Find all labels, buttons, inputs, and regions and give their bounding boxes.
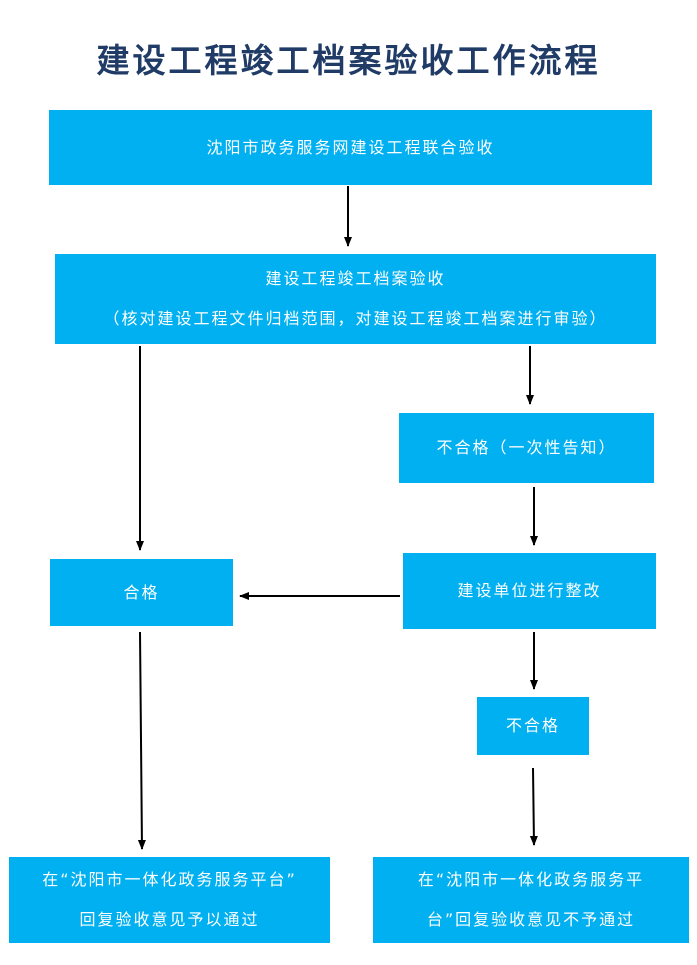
reply-fail-line2: 台”回复验收意见不予通过 bbox=[426, 910, 636, 929]
pass-box: 合格 bbox=[50, 559, 233, 626]
reply-pass-line1: 在“沈阳市一体化政务服务平台” bbox=[42, 870, 297, 889]
fail-notice-box: 不合格（一次性告知） bbox=[399, 413, 654, 483]
online-acceptance-label: 沈阳市政务服务网建设工程联合验收 bbox=[206, 137, 495, 157]
fail-box: 不合格 bbox=[477, 697, 589, 755]
archive-acceptance-title: 建设工程竣工档案验收 bbox=[265, 269, 446, 288]
rectify-label: 建设单位进行整改 bbox=[457, 581, 602, 600]
archive-acceptance-box: 建设工程竣工档案验收 （核对建设工程文件归档范围，对建设工程竣工档案进行审验） bbox=[55, 254, 656, 344]
arrow-fail-to-reply-fail bbox=[529, 767, 538, 846]
reply-pass-line2: 回复验收意见予以通过 bbox=[79, 910, 260, 929]
reply-fail-line1: 在“沈阳市一体化政务服务平 bbox=[417, 870, 645, 889]
fail-label: 不合格 bbox=[505, 716, 560, 735]
archive-acceptance-detail: （核对建设工程文件归档范围，对建设工程竣工档案进行审验） bbox=[103, 309, 608, 328]
pass-label: 合格 bbox=[123, 582, 160, 602]
arrow-pass-to-reply-pass bbox=[137, 631, 146, 850]
reply-pass-box: 在“沈阳市一体化政务服务平台” 回复验收意见予以通过 bbox=[9, 857, 330, 943]
online-acceptance-box: 沈阳市政务服务网建设工程联合验收 bbox=[49, 110, 652, 185]
reply-fail-box: 在“沈阳市一体化政务服务平 台”回复验收意见不予通过 bbox=[373, 857, 689, 943]
fail-notice-label: 不合格（一次性告知） bbox=[436, 438, 617, 457]
page-title: 建设工程竣工档案验收工作流程 bbox=[96, 41, 601, 80]
rectify-box: 建设单位进行整改 bbox=[403, 553, 656, 629]
